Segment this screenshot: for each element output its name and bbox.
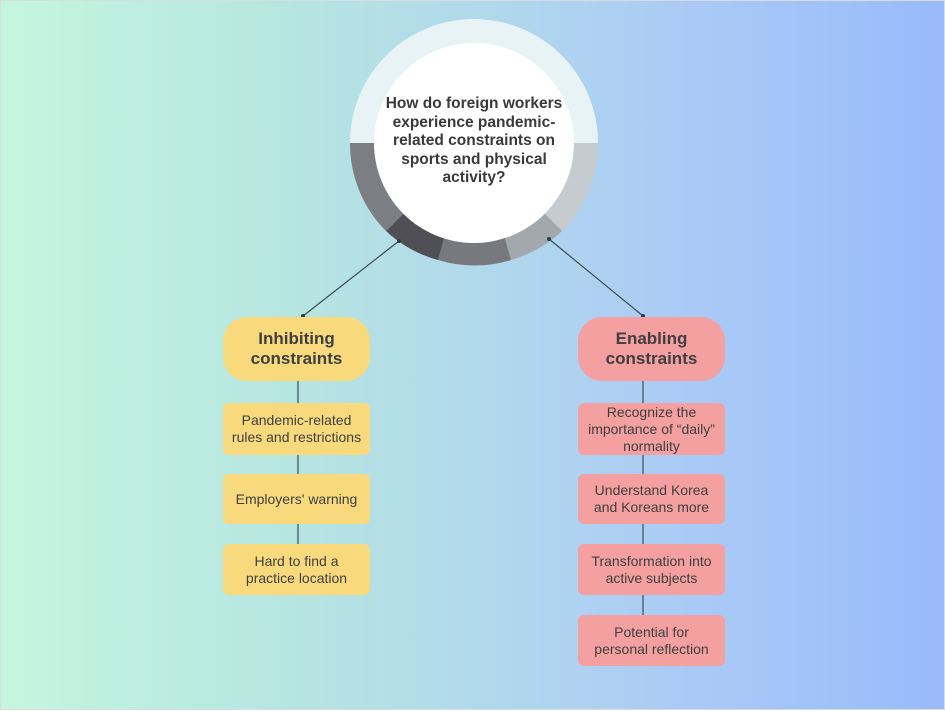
enabling-item-label: Understand Korea and Koreans more: [593, 482, 710, 515]
enabling-item: Recognize the importance of “daily” norm…: [578, 403, 725, 455]
inhibiting-item-label: Employers' warning: [235, 490, 358, 507]
connector-dot: [547, 237, 551, 241]
enabling-item: Understand Korea and Koreans more: [578, 474, 725, 524]
hub-inner-circle: [374, 43, 574, 243]
hub-ring: [349, 19, 599, 266]
enabling-item: Potential for personal reflection: [578, 615, 725, 666]
inhibiting-item-label: Hard to find a practice location: [245, 552, 348, 586]
enabling-item-label: Recognize the importance of “daily” norm…: [588, 403, 715, 454]
ring-segment-top: [350, 19, 598, 143]
connector-hub-to-enabling: [548, 238, 644, 317]
inhibiting-item: Employers' warning: [223, 474, 370, 524]
inhibiting-title: Inhibiting constraints: [250, 329, 343, 368]
connector-dot: [397, 239, 401, 243]
enabling-constraints-header: Enabling constraints: [578, 317, 725, 381]
inhibiting-item: Hard to find a practice location: [223, 544, 370, 595]
enabling-item-label: Transformation into active subjects: [591, 552, 712, 586]
inhibiting-item: Pandemic-related rules and restrictions: [223, 403, 370, 455]
inhibiting-item-label: Pandemic-related rules and restrictions: [231, 412, 362, 445]
enabling-item: Transformation into active subjects: [578, 544, 725, 595]
enabling-title: Enabling constraints: [605, 329, 698, 368]
central-question: How do foreign workers experience pandem…: [385, 95, 563, 186]
inhibiting-constraints-header: Inhibiting constraints: [223, 317, 370, 381]
enabling-item-label: Potential for personal reflection: [594, 623, 709, 657]
connector-hub-to-inhibiting: [302, 240, 400, 317]
